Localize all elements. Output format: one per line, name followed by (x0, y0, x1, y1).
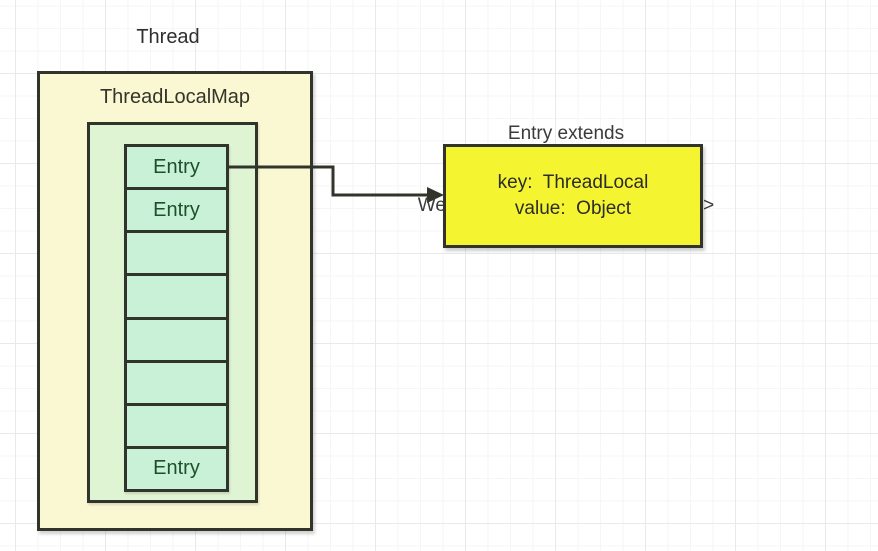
thread-label: Thread (136, 26, 200, 48)
entry-cell: Entry (127, 147, 226, 188)
threadlocalmap-box: ThreadLocalMap Entry Entry Entry (37, 71, 313, 531)
entry-cell (127, 273, 226, 317)
entry-array-box: Entry Entry Entry (87, 122, 258, 503)
entry-value-line: value: Object (514, 198, 632, 219)
entry-cell (127, 402, 226, 446)
entry-note-line1: Entry extends (507, 123, 625, 144)
entry-cell (127, 230, 226, 274)
threadlocalmap-title: ThreadLocalMap (99, 86, 251, 108)
entry-cell (127, 316, 226, 360)
entry-key-line: key: ThreadLocal (497, 172, 649, 193)
entry-detail-box: key: ThreadLocal value: Object (443, 144, 703, 248)
entry-cell-label: Entry (153, 155, 200, 178)
entry-cell-label: Entry (153, 457, 200, 480)
entry-cell: Entry (127, 187, 226, 231)
entry-cell-label: Entry (153, 198, 200, 221)
entry-cell (127, 359, 226, 403)
entry-cell: Entry (127, 445, 226, 489)
entry-stack: Entry Entry Entry (124, 144, 229, 492)
